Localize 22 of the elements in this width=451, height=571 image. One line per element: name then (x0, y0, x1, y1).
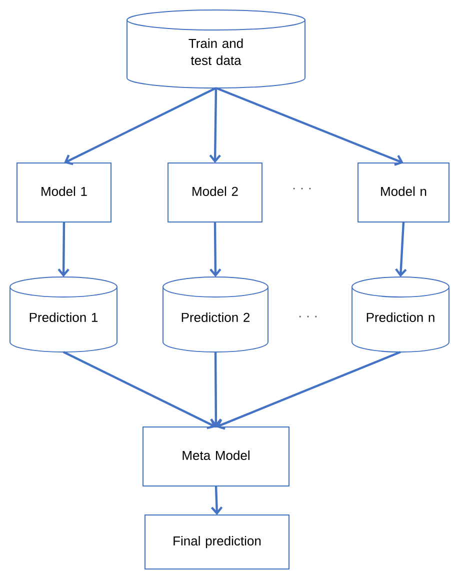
process-box: Model 2 (168, 162, 262, 222)
arrow (210, 486, 223, 515)
process-box: Final prediction (144, 514, 290, 570)
ellipsis-label: · · · (293, 188, 311, 190)
process-box: Model 1 (16, 162, 112, 222)
database-cylinder: Prediction 2 (162, 276, 268, 352)
ellipsis-label: · · · (299, 316, 317, 318)
arrow (209, 88, 221, 163)
node-label: Prediction n (366, 312, 434, 322)
arrow (216, 350, 401, 430)
database-cylinder: Train and test data (126, 10, 306, 88)
arrow (210, 352, 222, 427)
arrow (395, 222, 407, 277)
arrow (63, 351, 216, 430)
arrow (210, 222, 222, 277)
process-box: Meta Model (142, 426, 290, 486)
arrow (64, 87, 216, 166)
process-box: Model n (358, 162, 450, 222)
arrow (58, 222, 70, 277)
database-cylinder: Prediction n (352, 276, 450, 352)
database-cylinder: Prediction 1 (10, 276, 118, 352)
arrow (216, 86, 404, 166)
